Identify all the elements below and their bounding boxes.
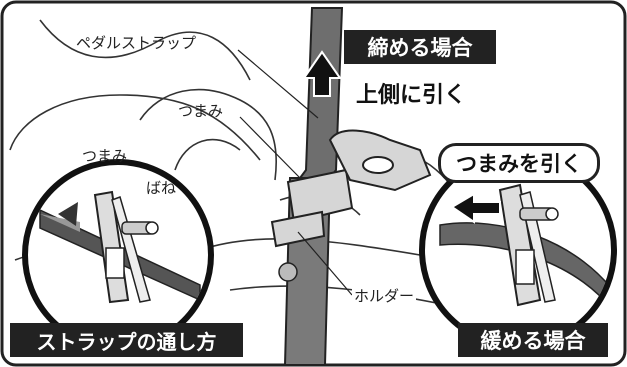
tighten-instruction: 上側に引く bbox=[356, 83, 467, 108]
left-inset-circle bbox=[22, 159, 214, 351]
holder-label: ホルダー bbox=[352, 287, 417, 305]
loosen-title: 緩める場合 bbox=[458, 323, 608, 357]
knob-label-top: つまみ bbox=[178, 102, 224, 120]
pedal-strap-label: ペダルストラップ bbox=[76, 34, 197, 52]
right-inset-circle bbox=[419, 151, 617, 349]
tighten-title: 締める場合 bbox=[344, 30, 496, 64]
buckle bbox=[270, 129, 432, 248]
pull-left-arrow bbox=[450, 192, 501, 224]
loosen-instruction: つまみを引く bbox=[438, 143, 600, 183]
knob-label-inset: つまみ bbox=[82, 147, 128, 165]
pull-up-arrow bbox=[302, 50, 342, 97]
spring-label: ばね bbox=[146, 179, 177, 197]
threading-title: ストラップの通し方 bbox=[10, 323, 243, 357]
